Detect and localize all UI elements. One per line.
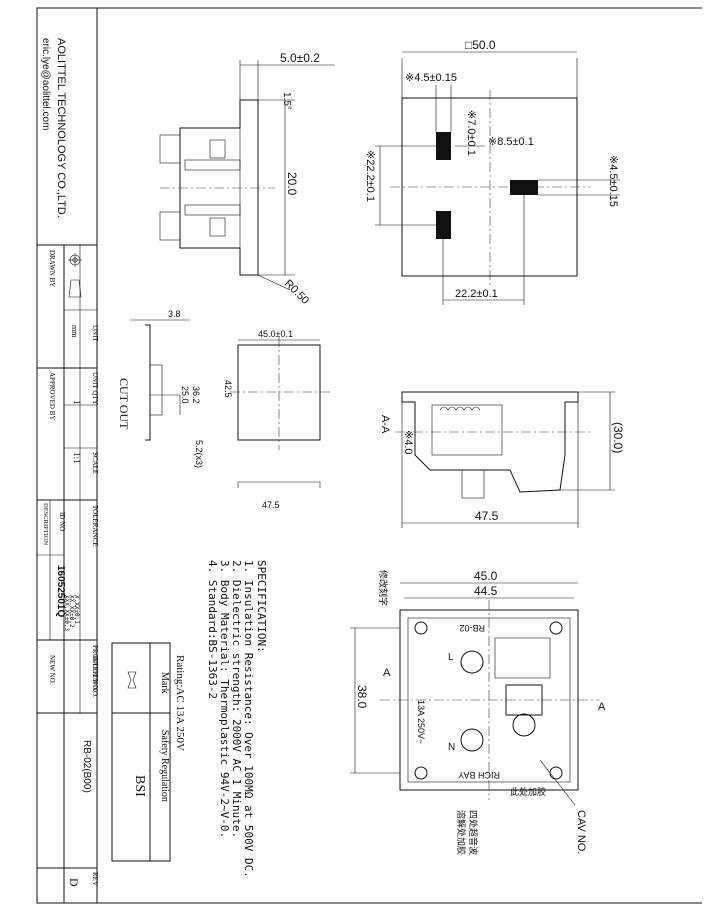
- side-height-dim: 20.0: [285, 172, 299, 196]
- specification-block: SPECIFICATION: 1. Insulation Resistance:…: [206, 560, 268, 878]
- side-angle-dim: 1.5°: [281, 92, 292, 110]
- side-radius-dim: R0.50: [282, 278, 311, 307]
- earth-pin-slot: [510, 180, 538, 195]
- company-name: AOLITTEL TECHNOLOGY CO.,LTD.: [55, 38, 67, 218]
- rear-height-dim: 38.0: [355, 685, 369, 709]
- live-pin-slot: [436, 132, 451, 160]
- section-label: A-A: [379, 415, 391, 434]
- earth-terminal-screw: [512, 713, 536, 737]
- spec-item-1: 1. Insulation Resistance: Over 100MΩ at …: [242, 560, 255, 878]
- tolerance-label: TOLERANCE: [91, 505, 99, 546]
- product-no-label: PRODUCT NO.: [91, 645, 99, 691]
- face-view: □50.0 ※4.5±0.15 ※7.0±0.1 ※8.5±0.1 ※4.5±0…: [364, 38, 620, 305]
- note-engraving: 修改刻字: [378, 570, 389, 606]
- face-pin-height-dim: ※7.0±0.1: [465, 110, 477, 156]
- unit-value: mm: [70, 325, 79, 338]
- rating-text: Rating:AC 13A 250V: [174, 655, 186, 751]
- neutral-pin-slot: [436, 211, 451, 239]
- mark-header: Mark: [159, 672, 170, 694]
- product-no-value: RB-02(B00): [81, 740, 92, 793]
- id-no-label: ID NO: [58, 512, 66, 531]
- title-block-frame: [36, 7, 98, 904]
- rear-width-2-dim: 44.5: [474, 584, 498, 598]
- section-aa-view: A-A ※4.0 (30.0) 47.5: [379, 391, 625, 528]
- approved-by-label: APPROVED BY: [48, 372, 56, 420]
- unit-qty-label: UNIT QTY: [91, 372, 99, 405]
- drawn-by-label: DRAWN BY: [48, 250, 56, 287]
- spec-item-3: 3. Body Material: Thermoplastic 94V-2~V-…: [218, 560, 231, 838]
- safety-reg-value: BSI: [132, 775, 147, 797]
- company-email: eric.lye@aolittel.com: [40, 38, 51, 130]
- title-block: AOLITTEL TECHNOLOGY CO.,LTD. eric.lye@ao…: [36, 7, 702, 904]
- rear-brand-mark: RB-02: [459, 623, 485, 633]
- note-glue: 此处加胶: [510, 786, 546, 797]
- projection-symbol-icon: [68, 253, 82, 298]
- note-ultrasonic: 四处超音波: [468, 810, 479, 855]
- face-outline-dim: □50.0: [465, 38, 496, 52]
- kitemark-icon: [127, 671, 137, 689]
- cutout-label: CUT OUT: [117, 378, 131, 430]
- cutout-view: 3.8 CUT OUT 36.2 25.0 5.2(x3): [117, 309, 204, 468]
- section-mark-right: A: [598, 701, 606, 713]
- cutout-depth-dim: 3.8: [168, 309, 181, 319]
- section-total-height-dim: (30.0): [611, 422, 625, 453]
- rating-table: Rating:AC 13A 250V Mark Safety Regulatio…: [111, 642, 186, 862]
- section-width-dim: 47.5: [475, 509, 499, 523]
- spec-title: SPECIFICATION:: [255, 560, 268, 653]
- face-pin-width-dim: ※4.5±0.15: [405, 72, 457, 84]
- note-melt-glue: 溶解处加胶: [456, 810, 467, 855]
- scale-value: 1:1: [72, 452, 82, 464]
- face-earth-height-dim: ※4.5±0.15: [607, 155, 619, 207]
- tolerance-line-1: X.XX±0.1: [73, 595, 80, 624]
- cutout-d2-dim: 5.2(x3): [194, 440, 204, 468]
- face-pitch-v-dim: ※22.2±0.1: [364, 150, 376, 202]
- rear-rating-mark: 13A 250V~: [416, 700, 426, 744]
- rev-value: D: [67, 878, 81, 887]
- side-thickness-dim: 5.0±0.2: [280, 51, 320, 65]
- section-depth-dim: ※4.0: [402, 430, 414, 455]
- frame-height-dim: 42.5: [223, 380, 233, 398]
- frame-width-dim: 45.0±0.1: [258, 329, 293, 339]
- id-no-value: 16052501Q: [55, 565, 66, 617]
- section-mark-left: A: [383, 667, 391, 679]
- tolerance-line-3: XXX.XX±0.3: [63, 595, 70, 632]
- rear-view: 45.0 44.5 38.0 A A RB-02 13A 250V~ RICH …: [350, 569, 606, 855]
- spec-item-2: 2. Dielectric strength: 2000V AC 1 Minut…: [230, 560, 243, 838]
- side-profile-view: 5.0±0.2 1.5° 20.0 R0.50: [159, 51, 335, 307]
- description-label: DESCRIPTION: [42, 503, 49, 546]
- frame-view: 45.0±0.1 42.5 47.5: [223, 329, 330, 510]
- new-no-label: NEW NO.: [48, 655, 56, 685]
- rear-neutral-mark: N: [448, 742, 455, 753]
- frame-bottom-dim: 47.5: [262, 500, 280, 510]
- unit-qty-value: 1: [72, 400, 82, 405]
- rear-rich-bay-mark: RICH BAY: [458, 770, 500, 780]
- rear-width-1-dim: 45.0: [474, 569, 498, 583]
- rev-label: REV: [91, 872, 99, 886]
- unit-label: UNIT: [91, 325, 99, 342]
- face-earth-width-dim: ※8.5±0.1: [488, 136, 534, 148]
- rear-live-mark: L: [448, 652, 454, 663]
- tolerance-line-2: XX.XX±0.2: [68, 595, 75, 628]
- cav-no-label: CAV NO.: [575, 810, 587, 854]
- cutout-h2-dim: 25.0: [180, 386, 190, 404]
- safety-reg-header: Safety Regulation: [159, 730, 170, 802]
- cutout-h1-dim: 36.2: [191, 386, 201, 404]
- spec-item-4: 4. Standard:BS-1363-2: [206, 560, 219, 699]
- live-terminal-screw: [460, 650, 484, 674]
- scale-label: SCALE: [91, 452, 99, 474]
- neutral-terminal-screw: [460, 728, 484, 752]
- face-pitch-h-dim: 22.2±0.1: [455, 288, 498, 300]
- interim-no-label: INTERIM NO.: [91, 655, 99, 698]
